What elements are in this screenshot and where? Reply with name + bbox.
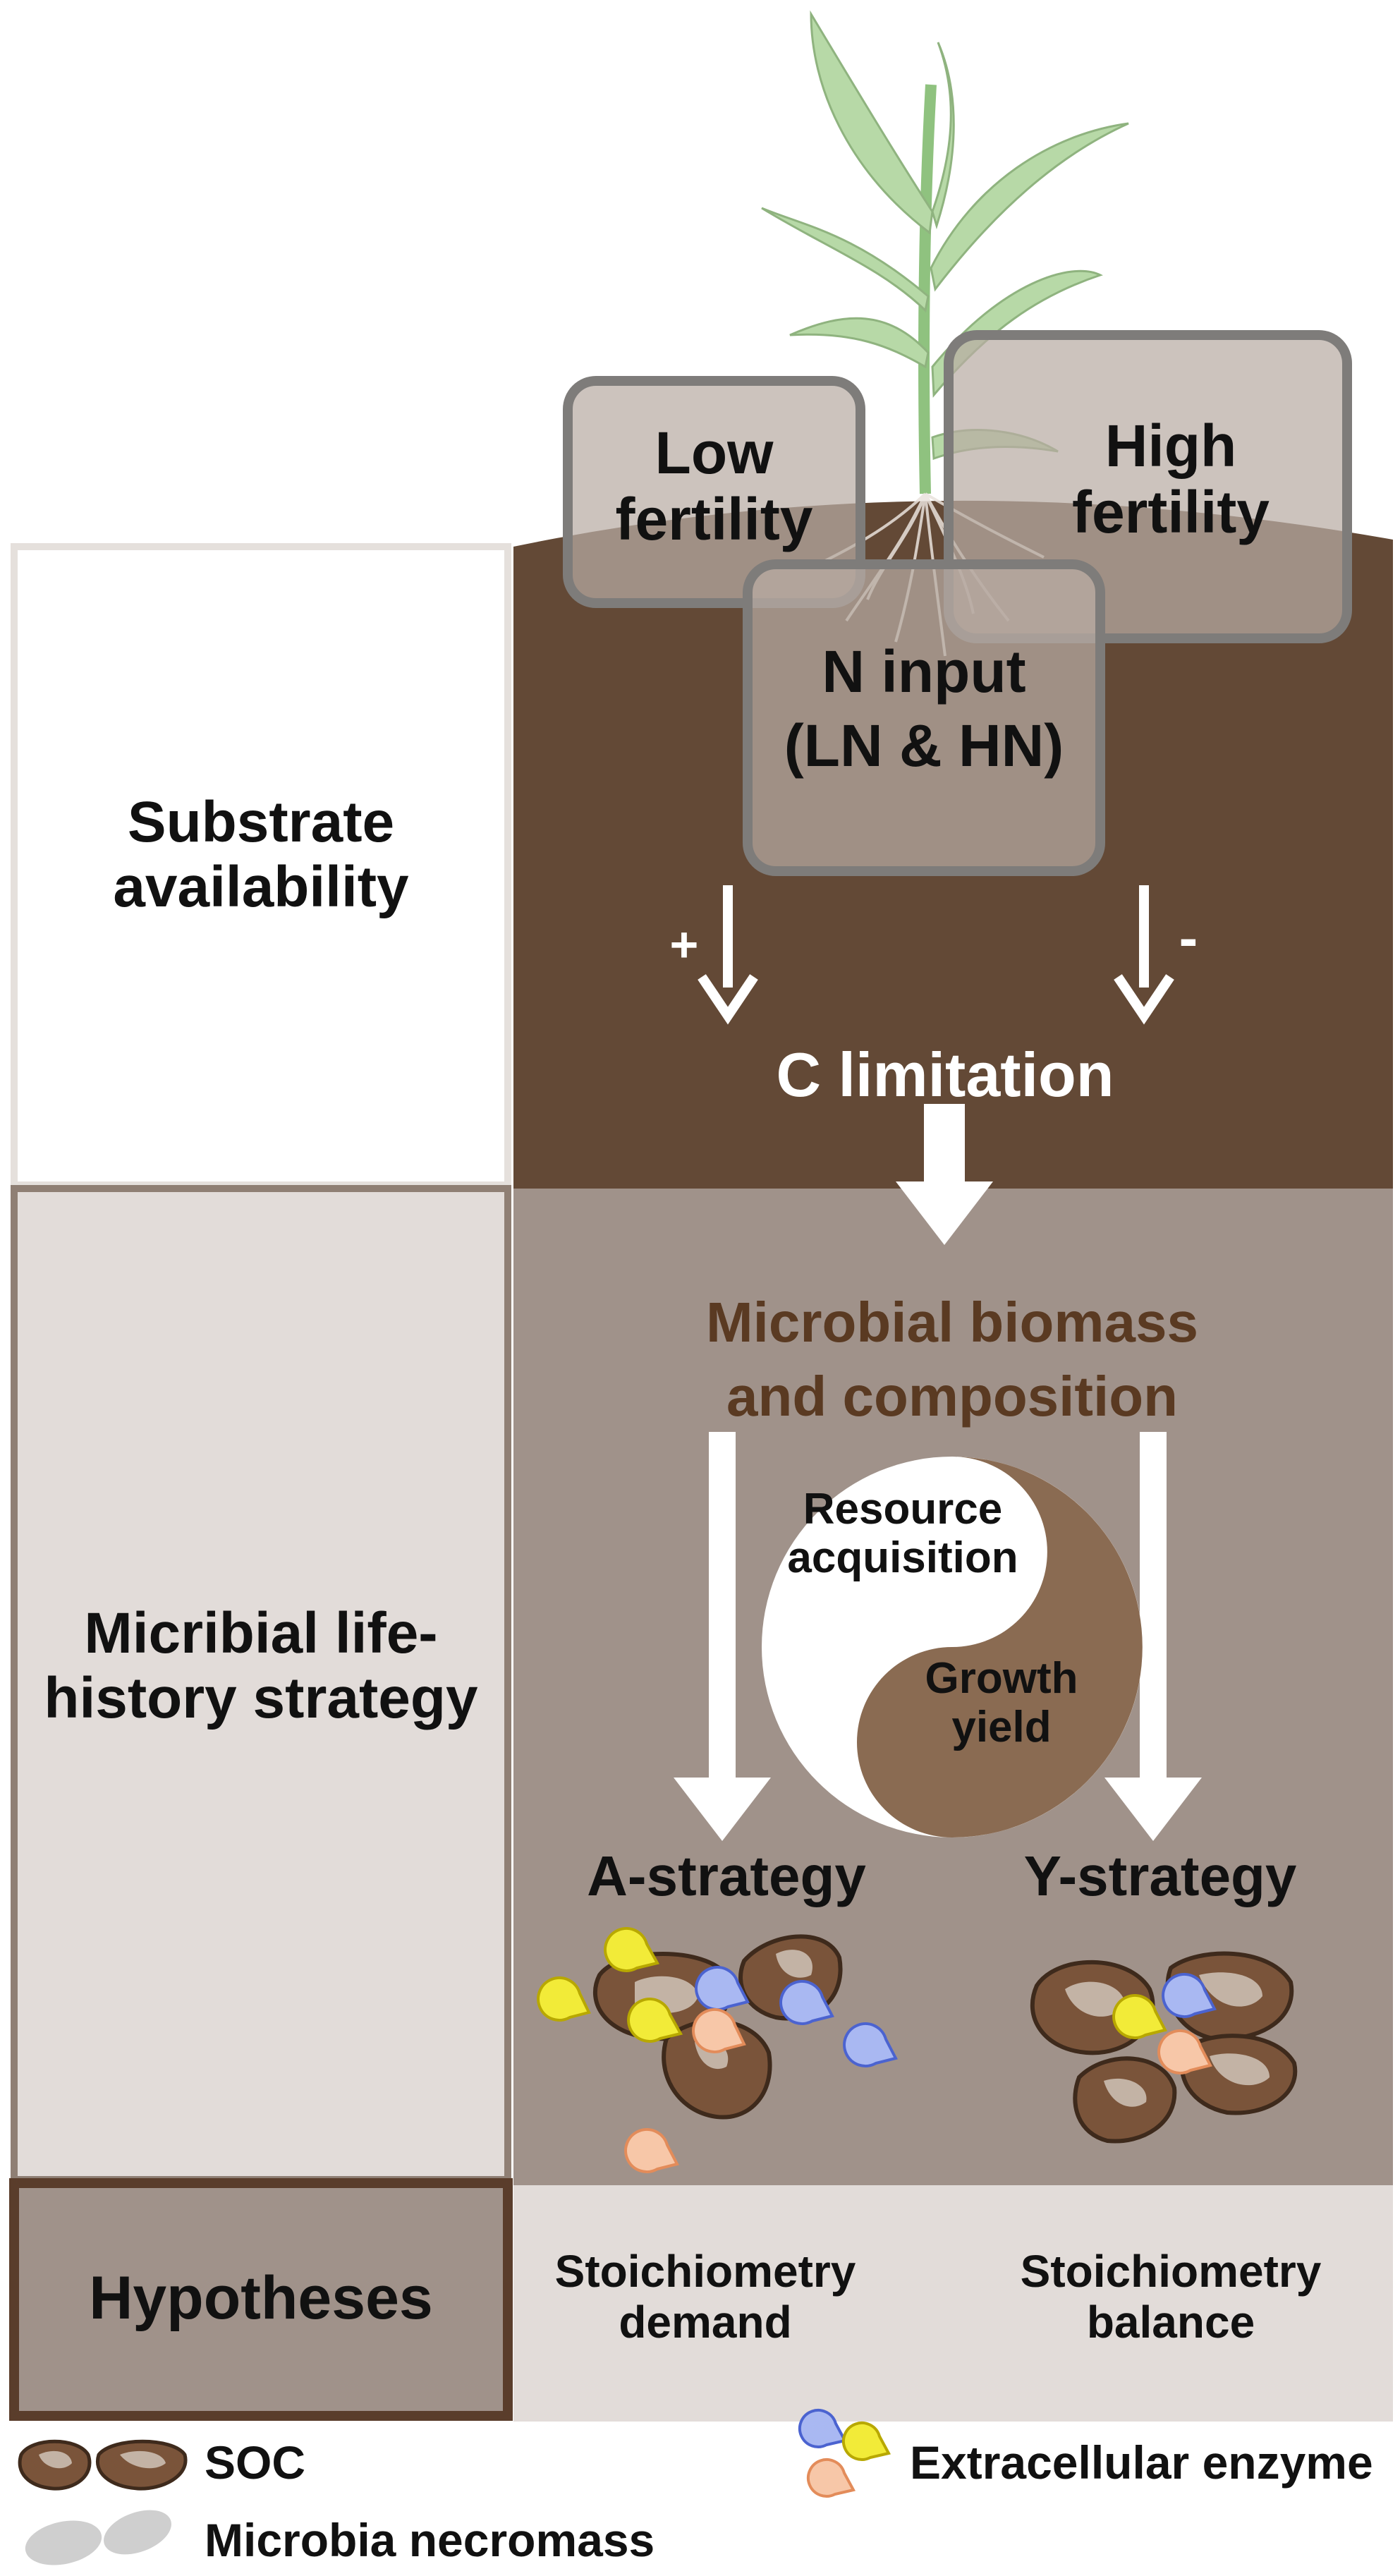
resource-acquisition-label: Resource acquisition <box>755 1485 1051 1583</box>
lifehistory-panel <box>11 1185 511 2183</box>
n-input-box <box>743 559 1105 876</box>
legend-enzyme-icon <box>798 2408 891 2498</box>
n-input-label-line2: (LN & HN) <box>784 712 1064 779</box>
legend-soc-label: SOC <box>205 2436 306 2489</box>
demand-line1: Stoichiometry <box>554 2246 856 2297</box>
legend-necromass-icon <box>25 2510 171 2565</box>
c-limitation-label: C limitation <box>776 1040 1114 1110</box>
resource-line1: Resource <box>803 1485 1003 1533</box>
n-input-label-line1: N input <box>822 638 1026 705</box>
minus-sign: - <box>1179 906 1198 969</box>
growth-line2: yield <box>951 1703 1052 1752</box>
y-strategy-label: Y-strategy <box>1023 1845 1297 1907</box>
stoichiometry-demand-label: Stoichiometry demand <box>522 2246 889 2347</box>
y-strategy-arrow <box>1104 1432 1202 1841</box>
yin-yang-symbol <box>762 1457 1143 1837</box>
low-fertility-box <box>563 376 865 608</box>
legend-enzyme-label: Extracellular enzyme <box>910 2436 1373 2489</box>
balance-line1: Stoichiometry <box>1020 2246 1322 2297</box>
hypotheses-panel-label: Hypotheses <box>89 2264 433 2332</box>
substrate-panel-label: Substrate availability <box>113 790 409 919</box>
resource-line2: acquisition <box>787 1533 1018 1583</box>
a-strategy-arrow <box>674 1432 771 1841</box>
stoichiometry-balance-label: Stoichiometry balance <box>987 2246 1354 2347</box>
demand-line2: demand <box>619 2296 792 2347</box>
microbial-title-line2: and composition <box>726 1365 1178 1428</box>
c-limitation-arrow <box>896 1104 993 1245</box>
y-strategy-enzymes <box>1112 1973 1217 2074</box>
balance-line2: balance <box>1086 2296 1255 2347</box>
legend-soc-icon <box>18 2439 188 2491</box>
a-strategy-enzymes <box>537 1927 898 2173</box>
hypotheses-panel <box>9 2178 513 2421</box>
minus-arrow <box>1114 885 1174 1025</box>
lifehistory-panel-label: Micribial life-history strategy <box>44 1601 478 1730</box>
microbial-title-line1: Microbial biomass <box>706 1291 1198 1354</box>
high-fertility-label: High fertility <box>1071 413 1270 546</box>
a-strategy-label: A-strategy <box>587 1845 866 1907</box>
low-fertility-label: Low fertility <box>615 420 813 553</box>
y-strategy-soc-cluster <box>1030 1951 1298 2144</box>
hypotheses-right-region <box>513 2185 1393 2422</box>
growth-yield-label: Growth yield <box>896 1654 1107 1752</box>
legend-necromass-label: Microbia necromass <box>205 2514 655 2566</box>
plus-sign: + <box>669 917 699 972</box>
growth-line1: Growth <box>925 1654 1078 1703</box>
substrate-panel <box>11 543 511 1189</box>
plus-arrow <box>698 885 758 1025</box>
